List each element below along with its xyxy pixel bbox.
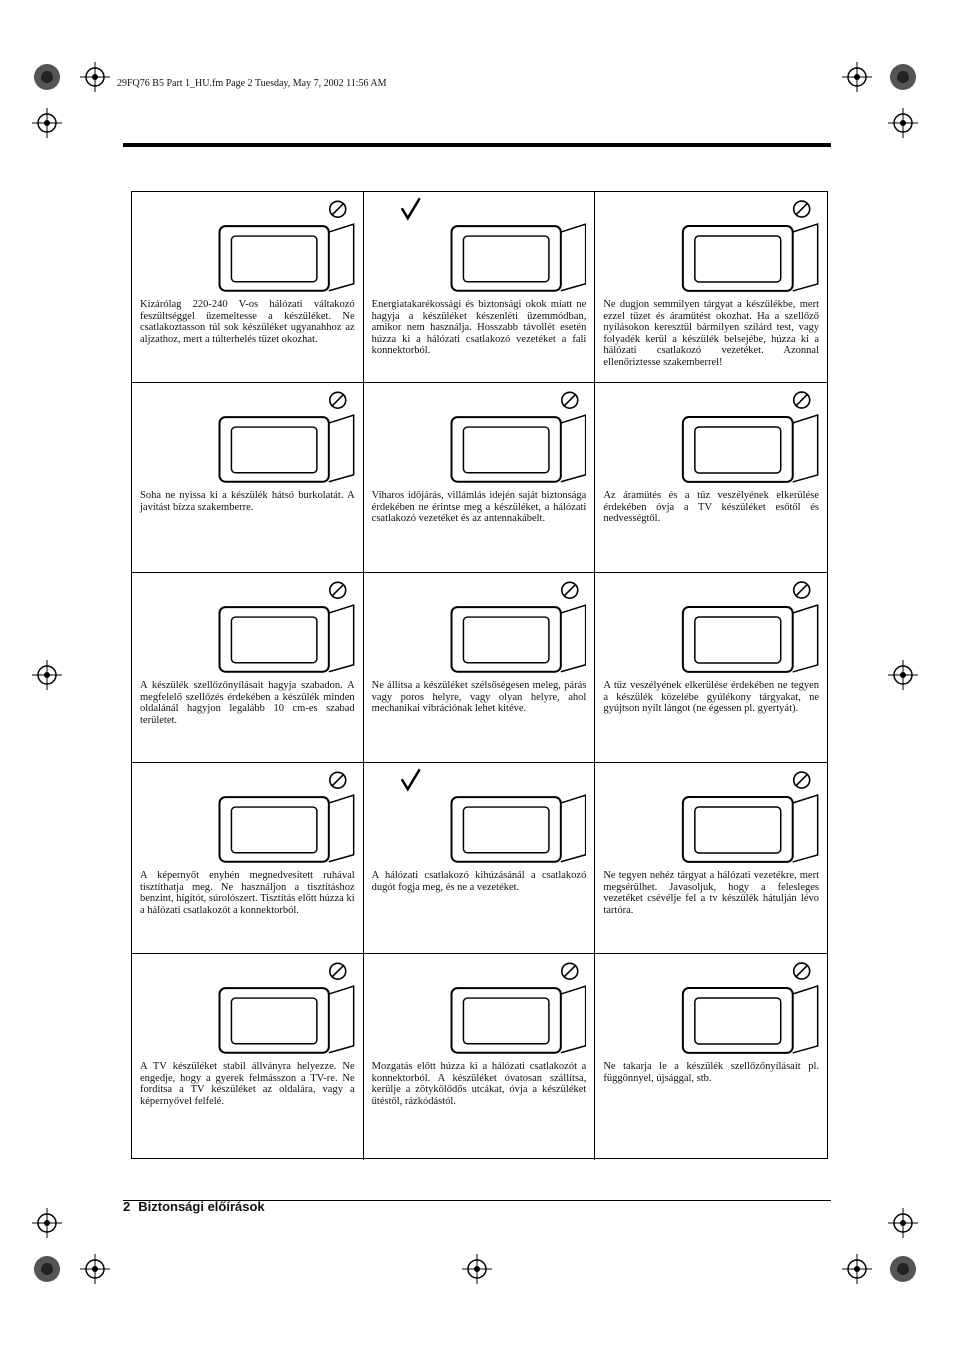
illustration bbox=[372, 958, 587, 1058]
safety-cell: Mozgatás előtt húzza ki a hálózati csatl… bbox=[364, 954, 596, 1160]
prohibited-icon bbox=[793, 391, 811, 409]
safety-cell: A képernyőt enyhén megnedvesített ruháva… bbox=[132, 763, 364, 954]
illustration bbox=[372, 577, 587, 677]
safety-cell: A készülék szellőzőnyílásait hagyja szab… bbox=[132, 573, 364, 763]
section-title: Biztonsági előírások bbox=[138, 1199, 265, 1214]
crosshair-mark bbox=[32, 108, 62, 138]
registration-mark bbox=[888, 62, 918, 92]
registration-mark bbox=[32, 62, 62, 92]
illustration bbox=[140, 577, 355, 677]
safety-caption: Mozgatás előtt húzza ki a hálózati csatl… bbox=[371, 1061, 587, 1107]
safety-caption: A készülék szellőzőnyílásait hagyja szab… bbox=[140, 680, 355, 726]
safety-caption: Ne állítsa a készüléket szélsőségesen me… bbox=[371, 680, 587, 714]
safety-caption: A TV készüléket stabil állványra helyezz… bbox=[140, 1061, 355, 1107]
crosshair-mark bbox=[32, 1208, 62, 1238]
bottom-rule bbox=[123, 1200, 831, 1201]
safety-caption: A tűz veszélyének elkerülése érdekében n… bbox=[603, 680, 819, 714]
safety-grid: Kizárólag 220-240 V-os hálózati váltakoz… bbox=[131, 191, 828, 1160]
safety-caption: Ne dugjon semmilyen tárgyat a készülékbe… bbox=[603, 299, 819, 368]
safety-caption: Kizárólag 220-240 V-os hálózati váltakoz… bbox=[140, 299, 355, 345]
safety-cell: Az áramütés és a tűz veszélyének elkerül… bbox=[595, 383, 827, 573]
prohibited-icon bbox=[329, 200, 347, 218]
illustration bbox=[603, 767, 819, 867]
prohibited-icon bbox=[329, 581, 347, 599]
safety-cell: Ne takarja le a készülék szellőzőnyílása… bbox=[595, 954, 827, 1160]
crosshair-mark bbox=[842, 62, 872, 92]
safety-cell: A tűz veszélyének elkerülése érdekében n… bbox=[595, 573, 827, 763]
crosshair-mark bbox=[842, 1254, 872, 1284]
illustration bbox=[372, 196, 587, 296]
file-info-header: 29FQ76 B5 Part 1_HU.fm Page 2 Tuesday, M… bbox=[117, 78, 387, 89]
safety-cell: Ne dugjon semmilyen tárgyat a készülékbe… bbox=[595, 192, 827, 383]
checkmark-icon bbox=[400, 197, 421, 221]
crosshair-mark bbox=[80, 1254, 110, 1284]
prohibited-icon bbox=[560, 581, 579, 599]
illustration bbox=[603, 196, 819, 296]
illustration bbox=[140, 958, 355, 1058]
safety-caption: Soha ne nyissa ki a készülék hátsó burko… bbox=[140, 490, 355, 513]
prohibited-icon bbox=[793, 771, 811, 789]
registration-mark bbox=[888, 1254, 918, 1284]
crosshair-mark bbox=[888, 660, 918, 690]
illustration bbox=[372, 387, 587, 487]
prohibited-icon bbox=[793, 581, 811, 599]
illustration bbox=[603, 958, 819, 1058]
safety-cell: A TV készüléket stabil állványra helyezz… bbox=[132, 954, 364, 1160]
prohibited-icon bbox=[560, 962, 579, 980]
illustration bbox=[603, 387, 819, 487]
safety-cell: Ne tegyen nehéz tárgyat a hálózati vezet… bbox=[595, 763, 827, 954]
illustration bbox=[140, 767, 355, 867]
safety-caption: Az áramütés és a tűz veszélyének elkerül… bbox=[603, 490, 819, 524]
prohibited-icon bbox=[329, 771, 347, 789]
page-footer: 2 Biztonsági előírások bbox=[123, 1199, 265, 1214]
registration-mark bbox=[32, 1254, 62, 1284]
crosshair-mark bbox=[888, 108, 918, 138]
safety-caption: Ne tegyen nehéz tárgyat a hálózati vezet… bbox=[603, 870, 819, 916]
safety-cell: Ne állítsa a készüléket szélsőségesen me… bbox=[363, 573, 596, 763]
safety-caption: Energiatakarékossági és biztonsági okok … bbox=[371, 299, 587, 356]
prohibited-icon bbox=[793, 962, 811, 980]
safety-cell: Energiatakarékossági és biztonsági okok … bbox=[363, 192, 596, 383]
illustration bbox=[140, 196, 355, 296]
prohibited-icon bbox=[329, 391, 347, 409]
top-rule bbox=[123, 143, 831, 147]
safety-caption: Ne takarja le a készülék szellőzőnyílása… bbox=[603, 1061, 819, 1084]
illustration bbox=[140, 387, 355, 487]
safety-cell: Soha ne nyissa ki a készülék hátsó burko… bbox=[132, 383, 364, 573]
page-number: 2 bbox=[123, 1199, 131, 1214]
safety-cell: Kizárólag 220-240 V-os hálózati váltakoz… bbox=[132, 192, 364, 383]
prohibited-icon bbox=[560, 391, 579, 409]
prohibited-icon bbox=[329, 962, 347, 980]
checkmark-icon bbox=[400, 768, 421, 792]
safety-caption: A hálózati csatlakozó kihúzásánál a csat… bbox=[371, 870, 587, 893]
safety-caption: A képernyőt enyhén megnedvesített ruháva… bbox=[140, 870, 355, 916]
prohibited-icon bbox=[793, 200, 811, 218]
safety-caption: Viharos időjárás, villámlás idején saját… bbox=[371, 490, 587, 524]
crosshair-mark bbox=[462, 1254, 492, 1284]
illustration bbox=[372, 767, 587, 867]
safety-cell: A hálózati csatlakozó kihúzásánál a csat… bbox=[363, 763, 596, 954]
crosshair-mark bbox=[80, 62, 110, 92]
safety-cell: Viharos időjárás, villámlás idején saját… bbox=[363, 383, 596, 573]
crosshair-mark bbox=[888, 1208, 918, 1238]
illustration bbox=[603, 577, 819, 677]
crosshair-mark bbox=[32, 660, 62, 690]
